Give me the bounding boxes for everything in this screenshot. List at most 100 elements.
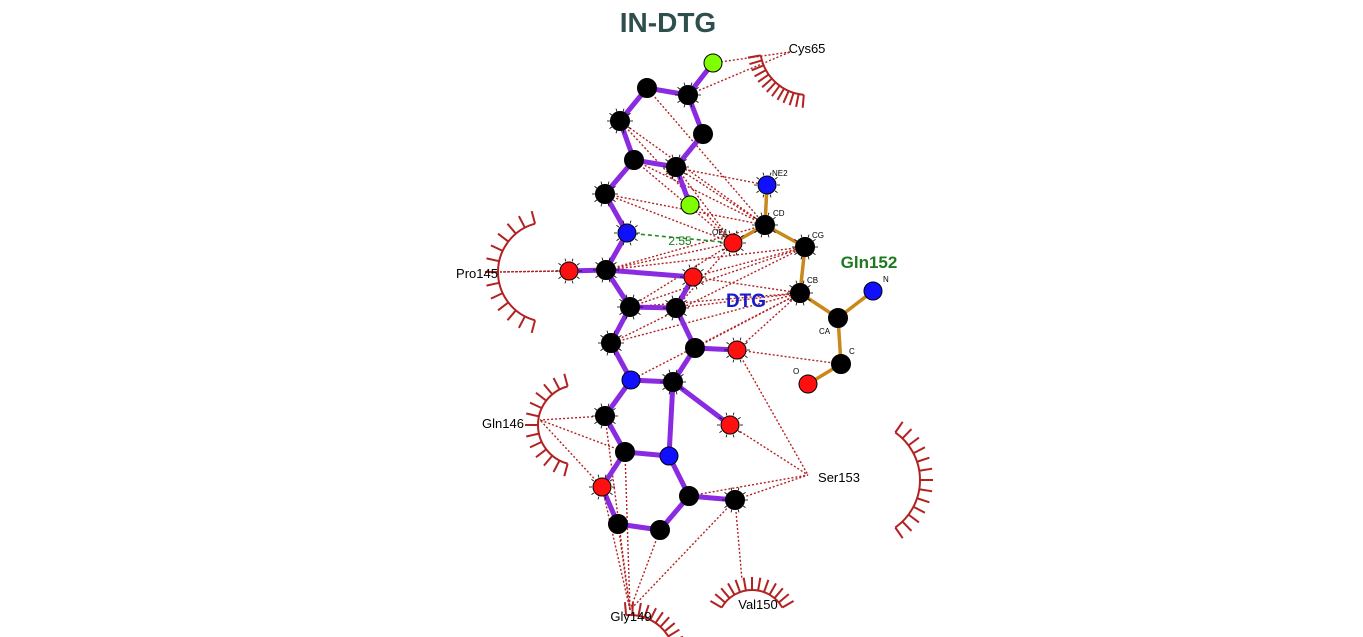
contact-marker: [609, 126, 613, 129]
contact-marker: [634, 238, 638, 241]
contact-line: [675, 242, 734, 309]
contact-marker: [627, 126, 631, 129]
contact-line: [604, 193, 734, 244]
atom-label-n: N: [883, 275, 889, 284]
arc-spoke: [771, 85, 781, 97]
arc-spoke: [486, 281, 500, 287]
arc-spoke: [757, 73, 770, 83]
residue-label-cys65: Cys65: [789, 41, 826, 56]
atom-cg: [795, 237, 815, 257]
contact-marker: [762, 172, 765, 176]
arc-spoke: [529, 440, 543, 449]
contact-marker: [601, 257, 604, 261]
contact-marker: [613, 330, 616, 334]
contact-line: [629, 529, 661, 611]
contact-marker: [616, 225, 620, 228]
arc-spoke: [749, 59, 763, 66]
arc-spoke: [637, 602, 642, 616]
contact-line: [675, 166, 766, 226]
contact-marker: [600, 335, 604, 338]
atom-label-ne2: NE2: [772, 169, 788, 178]
ligand-label: DTG: [726, 291, 766, 312]
contact-line: [712, 51, 791, 64]
atom-a26: [679, 486, 699, 506]
arc-spoke: [768, 582, 777, 596]
contact-marker: [774, 177, 778, 180]
contact-line: [734, 474, 809, 501]
arc-spoke: [659, 616, 670, 628]
contact-marker: [754, 230, 758, 233]
contact-marker: [739, 359, 742, 363]
contact-marker: [767, 212, 770, 216]
contact-marker: [608, 279, 611, 283]
contact-line: [692, 246, 806, 278]
arc-spoke: [535, 448, 547, 459]
contact-marker: [675, 391, 678, 395]
contact-marker: [680, 387, 684, 390]
contact-line: [633, 159, 768, 186]
contact-marker: [597, 496, 600, 500]
contact-marker: [662, 374, 666, 377]
arc-spoke: [709, 600, 723, 609]
contact-marker: [616, 238, 620, 241]
arc-spoke: [649, 607, 657, 621]
arc-spoke: [919, 488, 933, 493]
contact-marker: [618, 335, 622, 338]
residue-label-pro145: Pro145: [456, 266, 498, 281]
arc-spoke: [667, 628, 680, 637]
contact-marker: [622, 242, 625, 246]
contact-marker: [728, 252, 731, 256]
arc-spoke: [490, 244, 504, 252]
contact-marker: [756, 190, 760, 193]
residue-arc-ser153: [894, 421, 933, 539]
contact-marker: [744, 342, 748, 345]
arc-spoke: [916, 456, 930, 463]
contact-marker: [732, 412, 735, 416]
atom-o3: [727, 340, 747, 360]
arc-spoke: [530, 210, 537, 224]
contact-marker: [612, 421, 616, 424]
contact-marker: [597, 474, 600, 478]
contact-marker: [683, 172, 687, 175]
atom-label-oe1: OE1: [712, 228, 729, 237]
contact-line: [734, 499, 743, 581]
arc-spoke: [518, 315, 526, 329]
residue-label-ser153: Ser153: [818, 470, 860, 485]
arc-spoke: [763, 579, 770, 593]
ligand-bond: [666, 379, 676, 459]
hbond-line: [626, 232, 734, 244]
contact-marker: [760, 234, 763, 238]
contact-marker: [665, 313, 669, 316]
contact-marker: [600, 348, 604, 351]
arc-spoke: [563, 373, 569, 387]
residue-label-gly149: Gly149: [610, 609, 651, 624]
residue-arc-cys65: [747, 54, 805, 108]
contact-marker: [730, 509, 733, 513]
contact-marker: [668, 391, 671, 395]
contact-marker: [571, 258, 574, 262]
contact-marker: [606, 330, 609, 334]
residue-arc-gln146: [525, 373, 569, 477]
arc-spoke: [912, 505, 926, 514]
contact-marker: [724, 505, 728, 508]
arc-spoke: [907, 436, 920, 447]
contact-marker: [613, 352, 616, 356]
contact-line: [539, 415, 606, 421]
contact-marker: [608, 257, 611, 261]
atom-f1: [703, 53, 723, 73]
atom-label-cg: CG: [812, 231, 824, 240]
contact-marker: [807, 256, 810, 260]
atom-a20: [663, 372, 683, 392]
contact-marker: [594, 199, 598, 202]
atom-a21: [595, 406, 615, 426]
arc-spoke: [563, 463, 569, 477]
contact-marker: [732, 337, 735, 341]
contact-marker: [665, 159, 669, 162]
contact-marker: [740, 248, 744, 251]
contact-marker: [767, 234, 770, 238]
contact-marker: [595, 262, 599, 265]
arc-spoke: [747, 54, 761, 59]
contact-marker: [682, 269, 686, 272]
contact-marker: [604, 474, 607, 478]
contact-marker: [615, 108, 618, 112]
